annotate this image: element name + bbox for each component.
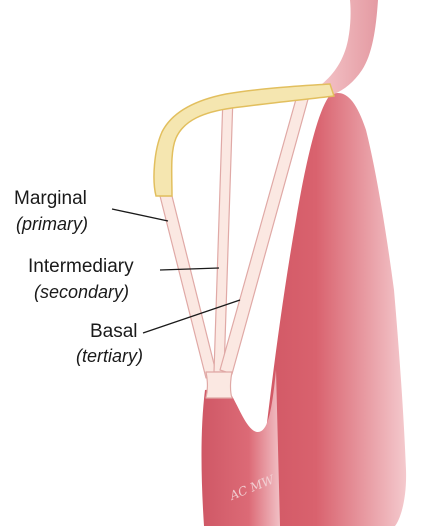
label-marginal-type: (primary) — [16, 214, 88, 234]
valve-leaflet — [153, 83, 336, 197]
chord-trunk — [205, 371, 233, 399]
leader-line-basal — [142, 299, 241, 334]
intermediary-chord — [213, 95, 234, 373]
upper-vessel — [322, 0, 378, 94]
label-marginal: Marginal — [14, 188, 87, 209]
label-basal-type: (tertiary) — [76, 346, 143, 366]
leader-line-intermediary — [159, 267, 220, 271]
papillary-muscle — [201, 370, 280, 526]
label-intermediary: Intermediary — [28, 256, 134, 277]
marginal-chord — [159, 195, 217, 379]
leader-line-marginal — [111, 208, 169, 222]
ventricular-wall — [206, 93, 407, 526]
label-basal: Basal — [90, 321, 138, 342]
label-intermediary-type: (secondary) — [34, 282, 129, 302]
